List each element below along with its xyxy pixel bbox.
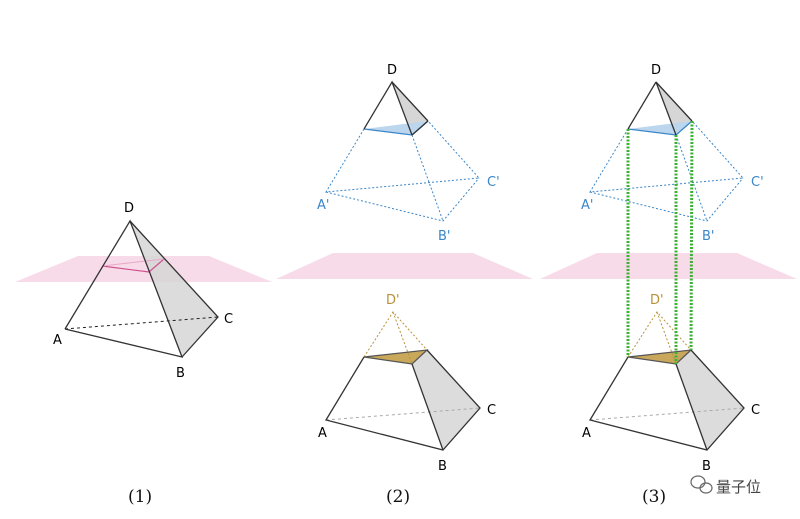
cutting-plane	[15, 256, 272, 282]
label-c: C	[487, 403, 496, 418]
upper-section	[364, 121, 428, 135]
watermark-text: 量子位	[716, 478, 761, 496]
label-b-prime: B'	[702, 229, 715, 244]
watermark: 量子位	[690, 475, 761, 496]
label-d: D	[651, 63, 661, 78]
wechat-icon	[690, 475, 713, 494]
label-c: C	[751, 403, 760, 418]
pyramid-edges	[64, 219, 184, 358]
label-a: A	[318, 426, 327, 441]
cutting-plane	[540, 253, 797, 279]
label-a-prime: A'	[317, 198, 329, 213]
label-a: A	[582, 426, 591, 441]
label-d: D	[124, 201, 134, 216]
label-a-prime: A'	[581, 198, 593, 213]
panel-2: D A' B' C' D' A B C (2)	[276, 63, 533, 507]
label-d-prime: D'	[650, 293, 664, 308]
upper-face	[656, 82, 692, 135]
panel-3: D A' B' C' D' A B C (3)	[540, 63, 797, 507]
label-b: B	[438, 459, 447, 474]
lower-section	[364, 350, 427, 364]
projection-lines	[626, 120, 694, 364]
label-a: A	[53, 333, 62, 348]
label-b: B	[176, 366, 185, 381]
upper-face	[392, 82, 428, 135]
label-b: B	[702, 459, 711, 474]
panel-1: D A B C (1)	[15, 201, 272, 507]
cutting-plane	[276, 253, 533, 279]
label-d: D	[387, 63, 397, 78]
lower-face	[676, 350, 744, 450]
caption-2: (2)	[386, 487, 410, 507]
caption-3: (3)	[642, 487, 666, 507]
caption-1: (1)	[128, 487, 152, 507]
label-c: C	[224, 312, 233, 327]
label-d-prime: D'	[386, 293, 400, 308]
lower-face	[412, 350, 480, 450]
label-c-prime: C'	[751, 175, 764, 190]
label-c-prime: C'	[487, 175, 500, 190]
upper-section	[628, 121, 692, 135]
face-dbc	[130, 221, 218, 357]
label-b-prime: B'	[438, 229, 451, 244]
